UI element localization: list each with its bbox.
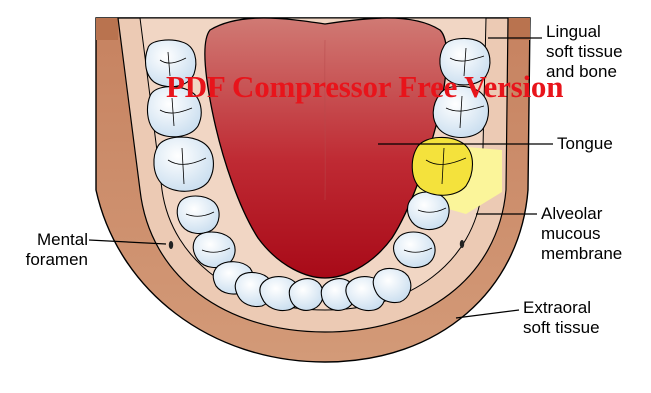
label-extraoral-line-1: Extraoral <box>523 298 600 318</box>
watermark: PDF Compressor Free Version <box>166 70 563 104</box>
label-alveolar-line-3: membrane <box>541 244 622 264</box>
tooth-left-premolar-2 <box>177 196 219 233</box>
tongue-median-groove <box>325 40 326 200</box>
label-extraoral: Extraoral soft tissue <box>523 298 600 338</box>
tooth-right-premolar-2 <box>408 192 450 229</box>
label-mental-line-2: foramen <box>12 250 88 270</box>
mental-foramen-right <box>460 240 464 248</box>
label-lingual-line-1: Lingual <box>546 22 623 42</box>
tooth-central-incisor-mid <box>289 279 323 311</box>
label-lingual-line-2: soft tissue <box>546 42 623 62</box>
tooth-right-molar-1-highlighted <box>412 137 472 195</box>
mental-foramen-left <box>169 241 173 249</box>
label-mental-line-1: Mental <box>12 230 88 250</box>
label-alveolar-line-2: mucous <box>541 224 622 244</box>
label-extraoral-line-2: soft tissue <box>523 318 600 338</box>
label-alveolar: Alveolar mucous membrane <box>541 204 622 264</box>
label-alveolar-line-1: Alveolar <box>541 204 622 224</box>
label-mental-foramen: Mental foramen <box>12 230 88 270</box>
label-tongue: Tongue <box>557 134 613 154</box>
